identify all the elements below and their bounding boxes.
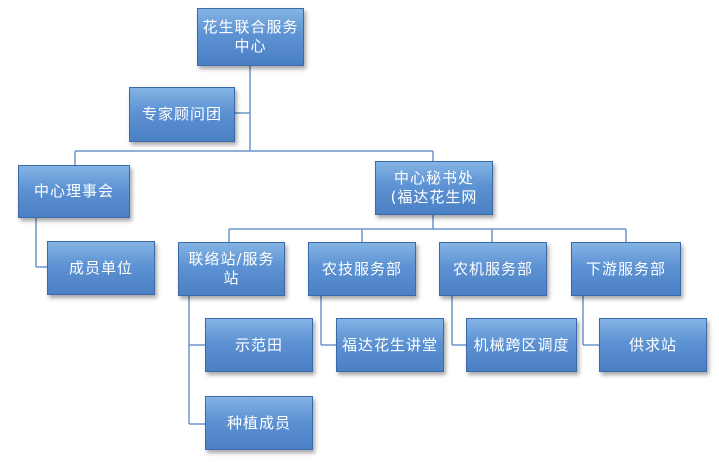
node-secretariat: 中心秘书处 (福达花生网 bbox=[375, 161, 493, 215]
node-root-service-center: 花生联合服务 中心 bbox=[197, 8, 304, 66]
node-demo-field: 示范田 bbox=[205, 318, 313, 372]
node-downstream-dept: 下游服务部 bbox=[571, 242, 681, 296]
node-machinery-dept: 农机服务部 bbox=[439, 242, 547, 296]
node-council: 中心理事会 bbox=[18, 165, 130, 218]
node-cross-region-dispatch: 机械跨区调度 bbox=[466, 318, 577, 372]
node-supply-station: 供求站 bbox=[599, 318, 707, 372]
node-planters: 种植成员 bbox=[205, 396, 313, 450]
node-expert-advisory: 专家顾问团 bbox=[129, 87, 235, 142]
node-liaison-station: 联络站/服务 站 bbox=[178, 242, 285, 296]
node-agritech-dept: 农技服务部 bbox=[308, 242, 416, 296]
node-lecture-hall: 福达花生讲堂 bbox=[336, 318, 444, 372]
node-members: 成员单位 bbox=[47, 241, 155, 295]
